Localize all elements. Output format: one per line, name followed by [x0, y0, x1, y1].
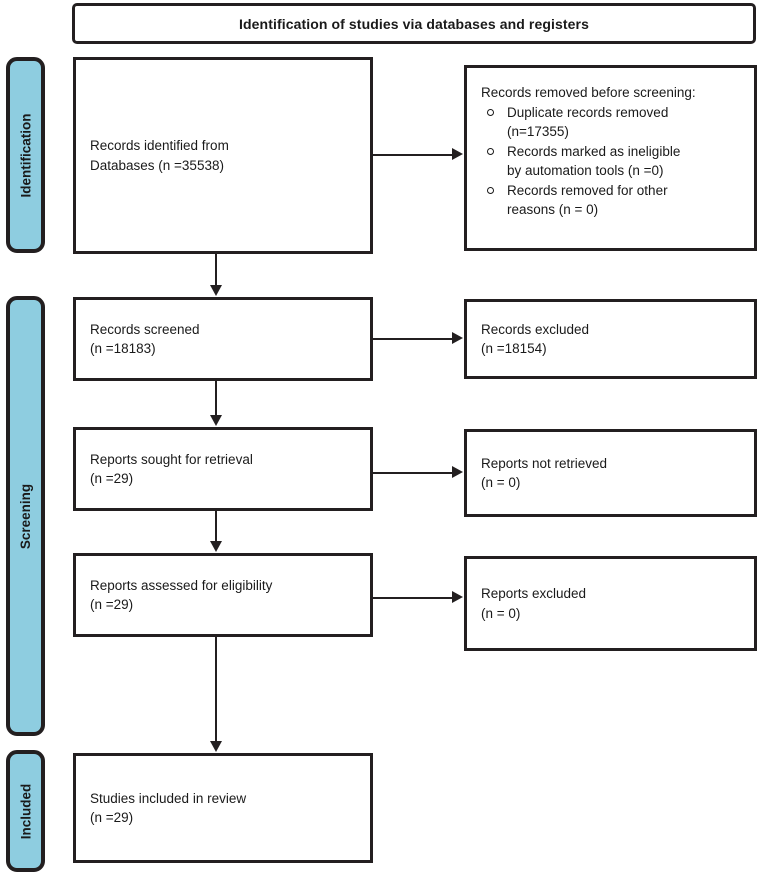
- phase-label-included: Included: [6, 750, 45, 872]
- phase-label-identification: Identification: [6, 57, 45, 253]
- bullet-1-line1: Duplicate records removed: [507, 104, 669, 120]
- box-records-screened: Records screened (n =18183): [73, 297, 373, 381]
- arrowhead-sought-to-assessed: [209, 541, 222, 552]
- records-identified-line1: Records identified from: [90, 138, 229, 154]
- bullet-1-line2: (n=17355): [507, 124, 569, 140]
- header-banner: Identification of studies via databases …: [72, 3, 756, 44]
- arrowhead-assessed-to-included: [209, 741, 222, 752]
- phase-label-screening: Screening: [6, 296, 45, 736]
- connector-assessed-to-reports-excluded: [373, 597, 453, 599]
- list-item: Duplicate records removed (n=17355): [467, 103, 754, 142]
- phase-label-identification-text: Identification: [18, 113, 33, 197]
- box-records-excluded: Records excluded (n =18154): [464, 299, 757, 379]
- hollow-bullet-icon: [487, 186, 494, 194]
- reports-excluded-line2: (n = 0): [481, 605, 521, 621]
- records-removed-intro: Records removed before screening:: [481, 85, 696, 100]
- arrowhead-identified-to-removed: [452, 148, 463, 160]
- bullet-3-line1: Records removed for other: [507, 182, 668, 198]
- reports-sought-line1: Reports sought for retrieval: [90, 451, 253, 467]
- records-identified-line2: Databases (n =35538): [90, 157, 224, 173]
- list-item: Records marked as ineligible by automati…: [467, 142, 754, 181]
- studies-included-line2: (n =29): [90, 810, 134, 825]
- arrowhead-identified-to-screened: [209, 285, 222, 296]
- records-excluded-line1: Records excluded: [481, 321, 590, 337]
- box-reports-not-retrieved: Reports not retrieved (n = 0): [464, 429, 757, 517]
- arrowhead-screened-to-excluded: [452, 332, 463, 344]
- box-records-identified: Records identified from Databases (n =35…: [73, 57, 373, 254]
- records-excluded-line2: (n =18154): [481, 341, 547, 356]
- box-studies-included: Studies included in review (n =29): [73, 753, 373, 863]
- bullet-3-line2: reasons (n = 0): [507, 202, 599, 218]
- connector-sought-to-assessed: [215, 511, 217, 542]
- connector-assessed-to-included: [215, 637, 217, 742]
- connector-identified-to-removed: [373, 154, 453, 156]
- reports-assessed-line1: Reports assessed for eligibility: [90, 577, 273, 593]
- phase-label-screening-text: Screening: [18, 483, 33, 549]
- box-reports-assessed: Reports assessed for eligibility (n =29): [73, 553, 373, 637]
- box-reports-sought: Reports sought for retrieval (n =29): [73, 427, 373, 511]
- arrowhead-screened-to-sought: [209, 415, 222, 426]
- arrowhead-assessed-to-reports-excluded: [452, 591, 463, 603]
- box-reports-excluded: Reports excluded (n = 0): [464, 556, 757, 651]
- hollow-bullet-icon: [487, 147, 494, 155]
- connector-identified-to-screened: [215, 254, 217, 286]
- bullet-2-line2: by automation tools (n =0): [507, 163, 664, 179]
- reports-sought-line2: (n =29): [90, 471, 134, 486]
- reports-not-retrieved-line1: Reports not retrieved: [481, 455, 608, 471]
- records-screened-line2: (n =18183): [90, 341, 156, 356]
- header-title: Identification of studies via databases …: [239, 15, 589, 32]
- connector-sought-to-not-retrieved: [373, 472, 453, 474]
- connector-screened-to-excluded: [373, 338, 453, 340]
- bullet-2-line1: Records marked as ineligible: [507, 143, 681, 159]
- reports-not-retrieved-line2: (n = 0): [481, 475, 521, 490]
- records-removed-bullet-list: Duplicate records removed (n=17355) Reco…: [467, 103, 754, 220]
- hollow-bullet-icon: [487, 108, 494, 116]
- studies-included-line1: Studies included in review: [90, 790, 247, 806]
- phase-label-included-text: Included: [18, 783, 34, 839]
- box-records-removed: Records removed before screening: Duplic…: [464, 65, 757, 251]
- arrowhead-sought-to-not-retrieved: [452, 466, 463, 478]
- reports-excluded-line1: Reports excluded: [481, 586, 587, 602]
- list-item: Records removed for other reasons (n = 0…: [467, 181, 754, 220]
- connector-screened-to-sought: [215, 381, 217, 416]
- records-screened-line1: Records screened: [90, 321, 200, 337]
- reports-assessed-line2: (n =29): [90, 597, 134, 612]
